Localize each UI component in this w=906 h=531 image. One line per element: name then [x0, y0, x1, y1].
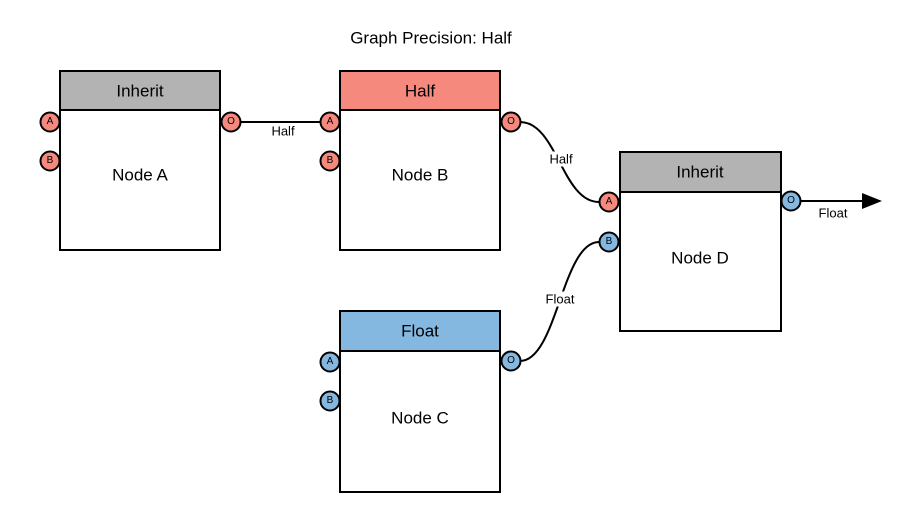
- node-c-port-a-circle: [319, 351, 341, 373]
- node-a-port-a-circle: [39, 111, 61, 133]
- edge-label-c-to-d: Float: [542, 291, 578, 307]
- node-b-header: [339, 70, 501, 111]
- node-d-port-a-label: A: [605, 196, 613, 207]
- edge-label-a-to-b: Half: [271, 123, 295, 139]
- node-a-port-o-label: O: [227, 116, 235, 127]
- node-b-port-b-circle: [319, 150, 341, 172]
- node-d-port-b-circle: [598, 231, 620, 253]
- node-a-port-o-circle: [220, 111, 242, 133]
- node-d-port-b-label: B: [605, 236, 613, 247]
- node-c-port-o-label: O: [507, 355, 515, 366]
- node-d-header: [619, 151, 782, 193]
- node-c-port-o-circle: [500, 350, 522, 372]
- node-b-header-label: Half: [404, 81, 436, 101]
- node-b-port-o-circle: [500, 111, 522, 133]
- node-c-header-label: Float: [401, 321, 439, 341]
- node-b-name: Node B: [391, 165, 449, 185]
- node-a-header: [59, 70, 221, 111]
- edge-label-b-to-d: Half: [546, 151, 576, 167]
- node-b-port-a-label: A: [326, 116, 334, 127]
- node-d-port-o-label: O: [787, 195, 795, 206]
- node-c-port-b-label: B: [326, 395, 334, 406]
- diagram-title: Graph Precision: Half: [350, 28, 512, 48]
- edge-label-d-output: Float: [818, 205, 848, 221]
- node-a-header-label: Inherit: [116, 81, 164, 101]
- node-b-port-a-circle: [319, 111, 341, 133]
- node-d-port-o-circle: [780, 190, 802, 212]
- node-a-name: Node A: [112, 165, 168, 185]
- node-d-port-a-circle: [598, 191, 620, 213]
- node-d-header-label: Inherit: [676, 162, 724, 182]
- node-c-name: Node C: [391, 408, 449, 428]
- arrowhead-icon: [862, 193, 882, 209]
- node-c-header: [339, 310, 501, 352]
- node-c-port-a-label: A: [326, 356, 334, 367]
- node-a-port-b-circle: [39, 150, 61, 172]
- node-a-port-a-label: A: [46, 116, 54, 127]
- node-b-port-b-label: B: [326, 155, 334, 166]
- node-b-port-o-label: O: [507, 116, 515, 127]
- node-c-port-b-circle: [319, 390, 341, 412]
- node-a-port-b-label: B: [46, 155, 54, 166]
- node-d-name: Node D: [671, 248, 729, 268]
